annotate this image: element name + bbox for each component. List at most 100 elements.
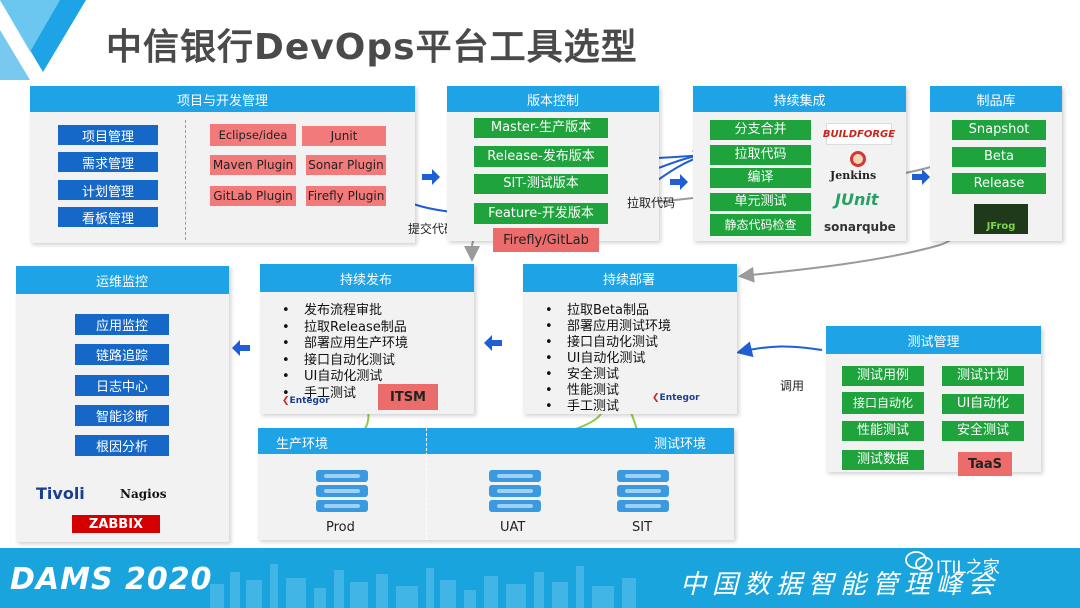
release-item-2: 拉取Release制品 bbox=[278, 320, 408, 337]
project-item-3[interactable]: 计划管理 bbox=[58, 180, 158, 200]
test-header: 测试管理 bbox=[826, 326, 1041, 354]
footer-brand-text: DAMS bbox=[10, 562, 114, 597]
submit-code-label: 提交代码 bbox=[408, 222, 457, 236]
server-uat-icon bbox=[489, 470, 541, 514]
release-item-4: 接口自动化测试 bbox=[278, 353, 408, 370]
version-header: 版本控制 bbox=[447, 86, 659, 112]
ci-static-check[interactable]: 静态代码检查 bbox=[710, 214, 811, 236]
ops-panel bbox=[16, 266, 229, 542]
corner-logo-icon bbox=[0, 0, 86, 80]
nagios-logo: Nagios bbox=[120, 487, 167, 501]
deploy-entegor-logo: ❮Entegor bbox=[652, 393, 700, 403]
version-sit[interactable]: SIT-测试版本 bbox=[474, 174, 608, 194]
release-item-3: 部署应用生产环境 bbox=[278, 336, 408, 353]
version-feature[interactable]: Feature-开发版本 bbox=[474, 203, 608, 224]
artifact-release[interactable]: Release bbox=[952, 173, 1046, 194]
release-item-6: 手工测试 bbox=[278, 386, 408, 403]
plugin-sonar[interactable]: Sonar Plugin bbox=[306, 155, 386, 175]
invoke-label: 调用 bbox=[780, 379, 805, 393]
plugin-eclipse[interactable]: Eclipse/idea bbox=[210, 124, 296, 146]
ci-compile[interactable]: 编译 bbox=[710, 168, 811, 188]
ci-header: 持续集成 bbox=[693, 86, 906, 112]
test-ui-auto[interactable]: UI自动化 bbox=[942, 394, 1024, 414]
test-api-auto[interactable]: 接口自动化 bbox=[842, 392, 924, 414]
test-plan[interactable]: 测试计划 bbox=[942, 366, 1024, 386]
watermark-text: ITIL之家 bbox=[936, 558, 1000, 578]
tivoli-logo: Tivoli bbox=[36, 484, 85, 503]
env-divider bbox=[426, 428, 427, 540]
arrow-right-3 bbox=[912, 169, 930, 185]
deploy-item-2: 部署应用测试环境 bbox=[541, 319, 671, 335]
ops-item-5[interactable]: 根因分析 bbox=[75, 435, 169, 456]
ci-merge[interactable]: 分支合并 bbox=[710, 120, 811, 140]
plugin-maven[interactable]: Maven Plugin bbox=[210, 155, 296, 175]
buildforge-logo: BUILDFORGE bbox=[822, 123, 896, 145]
sonarqube-logo: sonarqube bbox=[824, 220, 896, 234]
ops-item-2[interactable]: 链路追踪 bbox=[75, 344, 169, 365]
server-sit-label: SIT bbox=[632, 520, 653, 535]
version-tool[interactable]: Firefly/GitLab bbox=[493, 228, 599, 252]
plugin-firefly[interactable]: Firefly Plugin bbox=[306, 186, 386, 206]
release-header: 持续发布 bbox=[260, 264, 474, 292]
release-list: 发布流程审批 拉取Release制品 部署应用生产环境 接口自动化测试 UI自动… bbox=[278, 303, 408, 402]
server-prod-label: Prod bbox=[326, 520, 355, 535]
release-item-5: UI自动化测试 bbox=[278, 369, 408, 386]
deploy-item-7: 手工测试 bbox=[541, 399, 671, 415]
project-item-2[interactable]: 需求管理 bbox=[58, 152, 158, 172]
skyline-decoration bbox=[210, 564, 636, 608]
footer-conference: 中国数据智能管理峰会 bbox=[680, 570, 1001, 600]
test-data[interactable]: 测试数据 bbox=[842, 450, 924, 470]
artifact-snapshot[interactable]: Snapshot bbox=[952, 120, 1046, 140]
arrow-right-2 bbox=[670, 174, 688, 190]
release-entegor-logo: ❮Entegor bbox=[282, 396, 330, 406]
connector-invoke bbox=[736, 341, 823, 358]
version-master[interactable]: Master-生产版本 bbox=[474, 118, 608, 138]
ci-unit-test[interactable]: 单元测试 bbox=[710, 193, 811, 211]
page-title: 中信银行DevOps平台工具选型 bbox=[106, 27, 638, 68]
wechat-icon bbox=[905, 551, 933, 572]
project-header: 项目与开发管理 bbox=[30, 86, 415, 112]
footer-banner: DAMS 2020 中国数据智能管理峰会 bbox=[0, 548, 1080, 608]
footer-year: 2020 bbox=[125, 562, 213, 597]
version-release[interactable]: Release-发布版本 bbox=[474, 146, 608, 167]
deploy-item-5: 安全测试 bbox=[541, 367, 671, 383]
deploy-item-1: 拉取Beta制品 bbox=[541, 303, 671, 319]
ops-item-3[interactable]: 日志中心 bbox=[75, 375, 169, 396]
server-uat-label: UAT bbox=[500, 520, 526, 535]
zabbix-logo: ZABBIX bbox=[72, 515, 160, 533]
deploy-entegor-text: Entegor bbox=[659, 393, 700, 403]
artifact-header: 制品库 bbox=[930, 86, 1062, 112]
junit-logo: JUnit bbox=[835, 190, 879, 209]
deploy-list: 拉取Beta制品 部署应用测试环境 接口自动化测试 UI自动化测试 安全测试 性… bbox=[541, 303, 671, 415]
env-prod-label: 生产环境 bbox=[276, 437, 329, 452]
ops-header: 运维监控 bbox=[16, 266, 229, 294]
server-prod-icon bbox=[316, 470, 368, 514]
arrow-right-1 bbox=[422, 169, 440, 185]
artifact-beta[interactable]: Beta bbox=[952, 147, 1046, 167]
release-item-1: 发布流程审批 bbox=[278, 303, 408, 320]
zabbix-text: ZABBIX bbox=[88, 516, 144, 532]
plugin-gitlab[interactable]: GitLab Plugin bbox=[210, 186, 296, 206]
ops-item-1[interactable]: 应用监控 bbox=[75, 314, 169, 335]
jenkins-logo: Jenkins bbox=[830, 169, 877, 182]
release-tool-itsm[interactable]: ITSM bbox=[378, 384, 438, 410]
env-test-label: 测试环境 bbox=[654, 437, 707, 452]
test-cases[interactable]: 测试用例 bbox=[842, 366, 924, 386]
server-sit-icon bbox=[617, 470, 669, 514]
plugin-junit[interactable]: Junit bbox=[302, 126, 386, 146]
project-item-4[interactable]: 看板管理 bbox=[58, 207, 158, 227]
ops-item-4[interactable]: 智能诊断 bbox=[75, 405, 169, 426]
release-entegor-text: Entegor bbox=[289, 396, 330, 406]
test-security[interactable]: 安全测试 bbox=[942, 421, 1024, 441]
env-header-bar bbox=[258, 428, 734, 454]
project-item-1[interactable]: 项目管理 bbox=[58, 125, 158, 145]
deploy-item-3: 接口自动化测试 bbox=[541, 335, 671, 351]
ci-pull[interactable]: 拉取代码 bbox=[710, 145, 811, 165]
project-divider bbox=[185, 120, 186, 240]
deploy-header: 持续部署 bbox=[523, 264, 737, 292]
buildforge-text: BUILDFORGE bbox=[822, 128, 896, 140]
pull-code-label: 拉取代码 bbox=[627, 196, 676, 210]
test-tool-taas[interactable]: TaaS bbox=[958, 452, 1012, 476]
test-perf[interactable]: 性能测试 bbox=[842, 421, 924, 441]
jfrog-logo: JFrog bbox=[974, 204, 1028, 234]
